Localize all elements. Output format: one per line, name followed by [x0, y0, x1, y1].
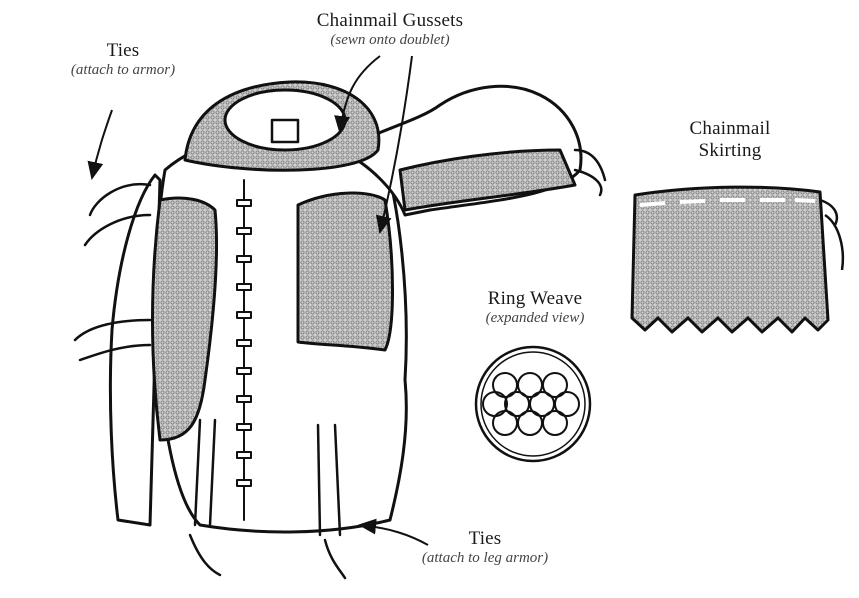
right-gusset [296, 191, 394, 352]
label-ring-weave-note: (expanded view) [485, 309, 585, 326]
label-ring-weave: Ring Weave (expanded view) [465, 288, 605, 327]
label-skirting-line1: Chainmail [689, 118, 771, 139]
ring-weave-detail-icon [474, 345, 592, 463]
arrows [87, 55, 429, 546]
label-ties-armor: Ties (attach to armor) [38, 40, 208, 79]
arrow-icon [334, 55, 381, 134]
sleeve-gusset [398, 148, 577, 212]
label-skirting: Chainmail Skirting [660, 118, 800, 162]
label-ties-leg-title: Ties [468, 528, 502, 549]
label-ring-weave-title: Ring Weave [487, 288, 583, 309]
doublet-illustration [73, 80, 607, 580]
chainmail-skirt-illustration [630, 185, 844, 334]
left-gusset [151, 196, 219, 442]
arrow-icon [87, 109, 113, 180]
arrow-icon [358, 518, 429, 546]
label-ties-armor-note: (attach to armor) [70, 61, 176, 78]
label-ties-armor-title: Ties [106, 40, 140, 61]
label-ties-leg-note: (attach to leg armor) [421, 549, 549, 566]
arrow-icon [375, 55, 413, 234]
label-skirting-line2: Skirting [698, 139, 762, 161]
label-ties-leg: Ties (attach to leg armor) [400, 528, 570, 567]
label-gussets-note: (sewn onto doublet) [330, 31, 450, 48]
label-gussets: Chainmail Gussets (sewn onto doublet) [290, 10, 490, 49]
label-gussets-title: Chainmail Gussets [316, 10, 464, 31]
